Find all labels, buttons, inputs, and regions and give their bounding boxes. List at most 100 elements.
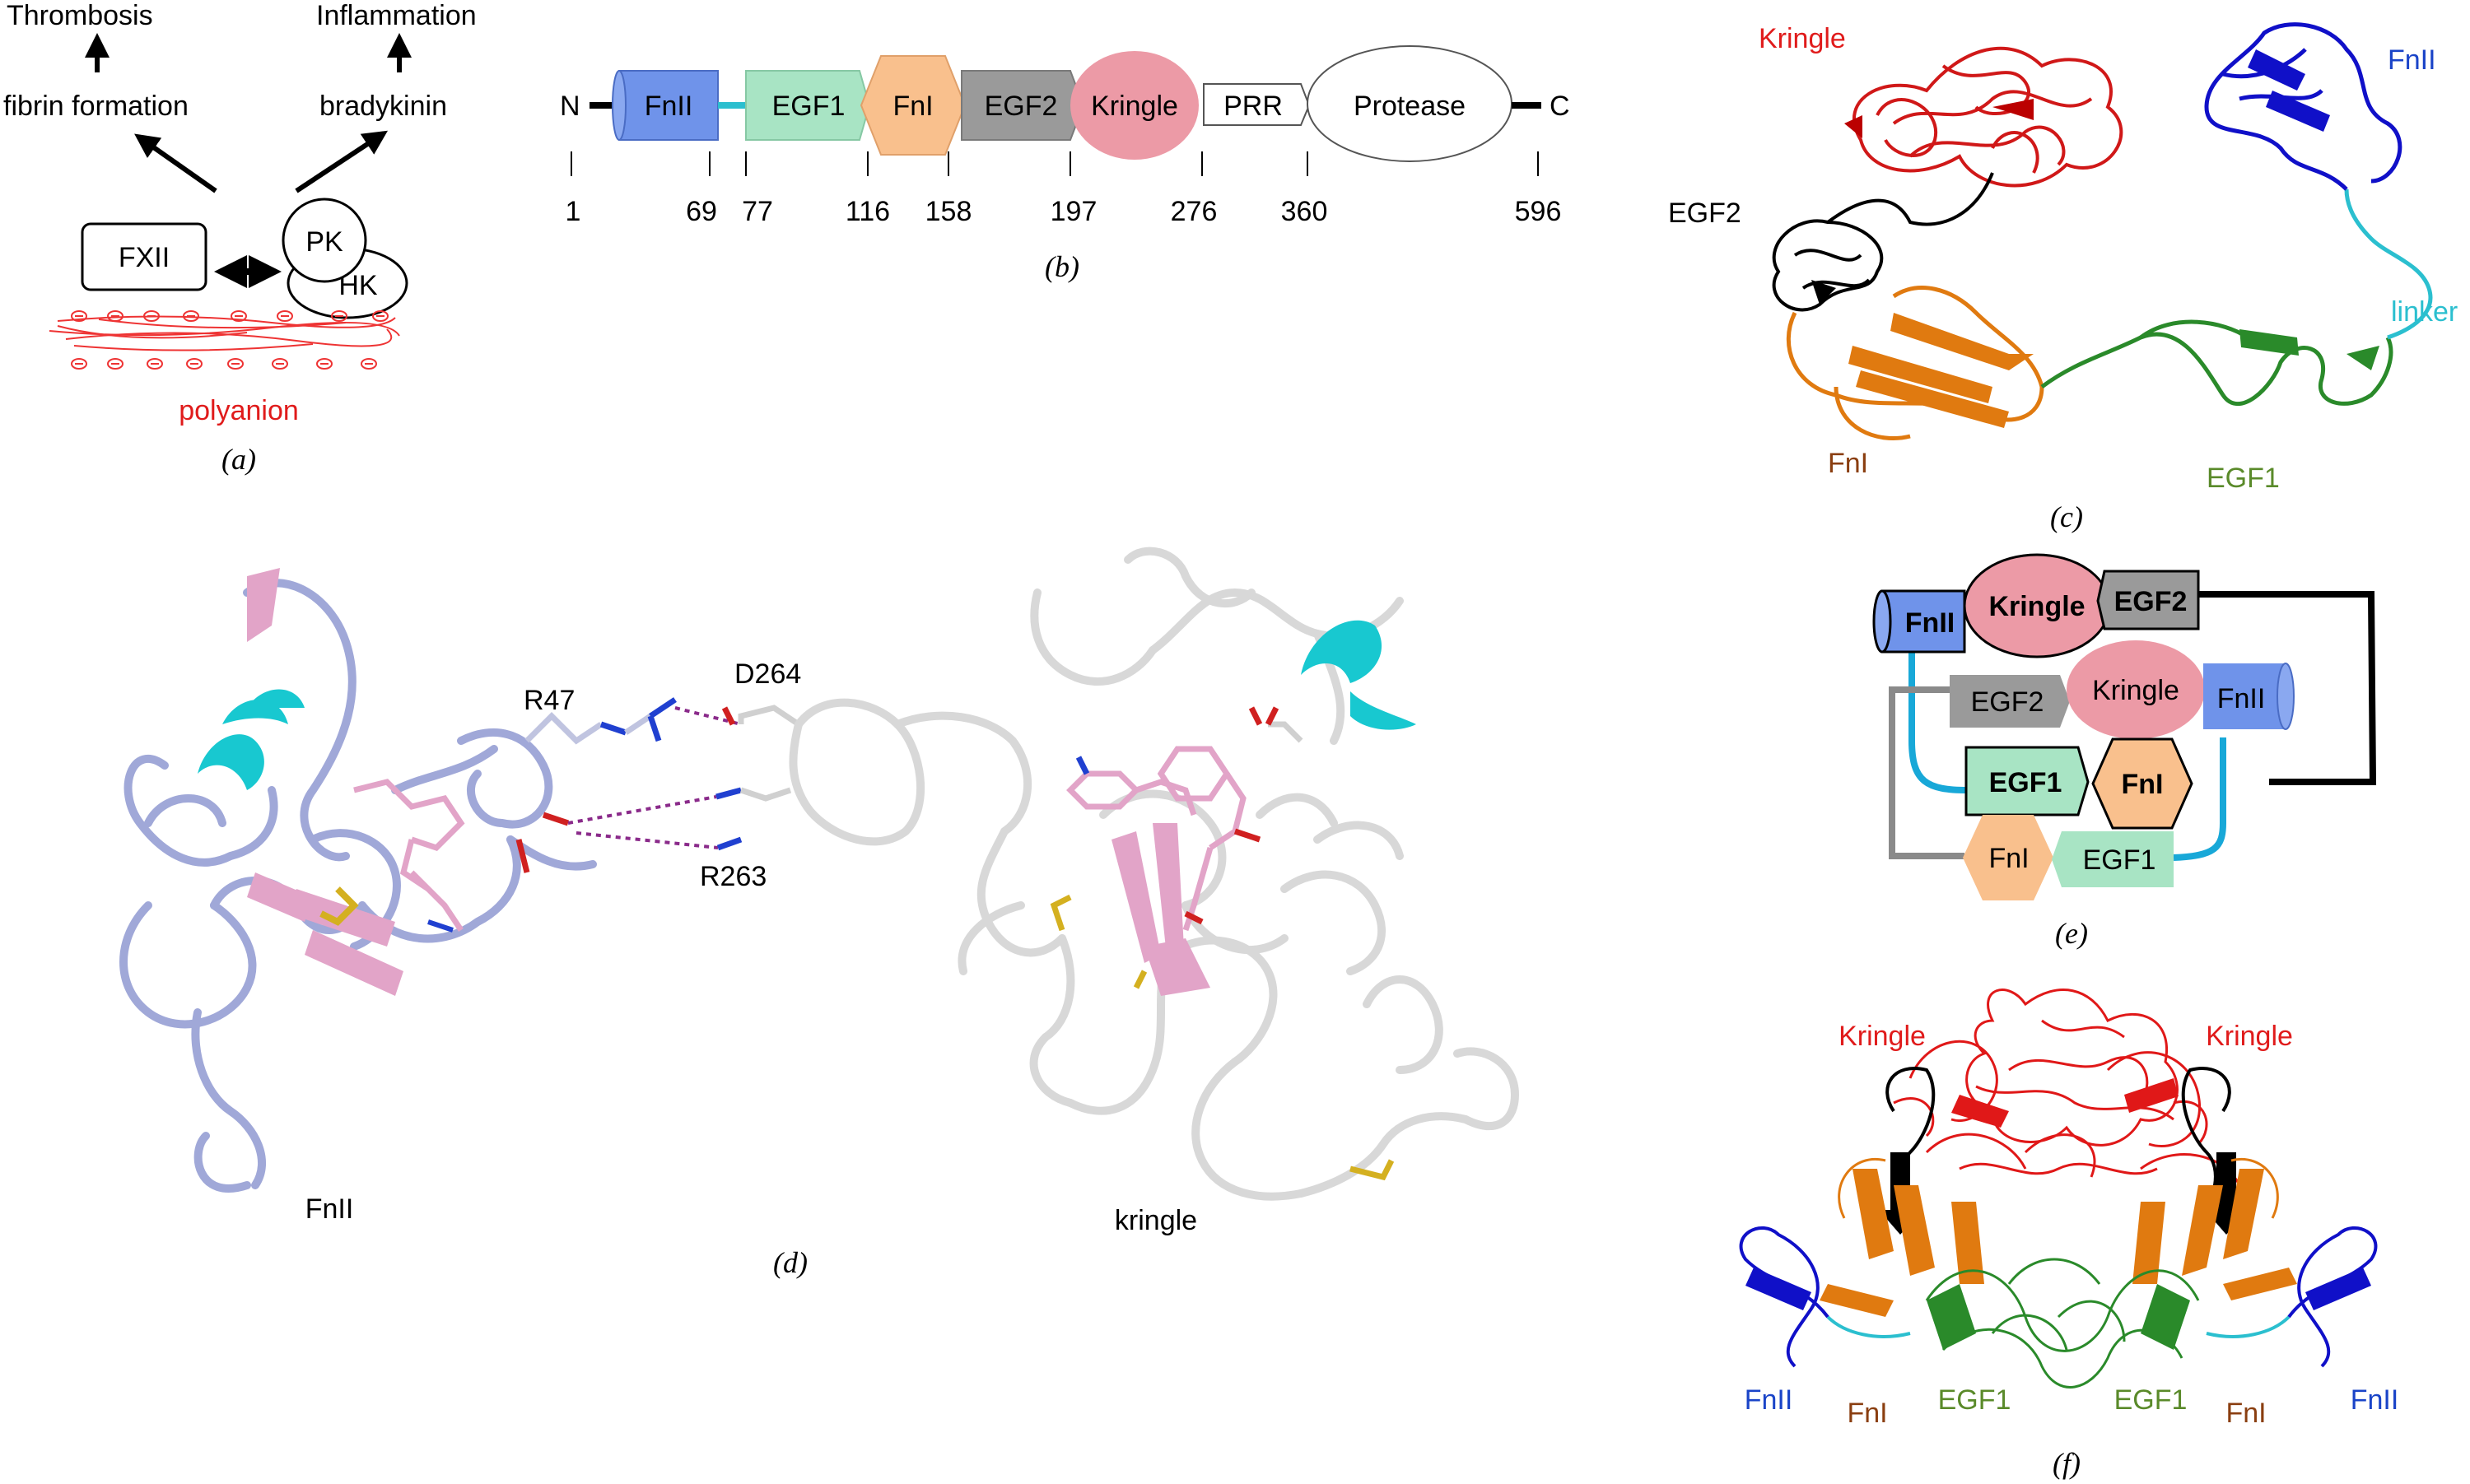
fnii-sidechains: [353, 779, 465, 932]
polyanion-label: polyanion: [179, 395, 299, 426]
kringle-domain-structure: [789, 547, 1520, 1201]
pk-circle: [282, 198, 367, 283]
e-mid-egf2: EGF2: [1950, 675, 2070, 728]
svg-text:EGF1: EGF1: [2083, 844, 2156, 876]
fni-ribbon: [1786, 286, 2044, 440]
domain-kringle: Kringle: [1070, 51, 1199, 160]
f-fnii-strand-right: [2305, 1268, 2371, 1310]
panel-c-caption: (c): [2050, 500, 2083, 533]
f-kringle-strand-left: [1951, 1095, 2009, 1128]
f-egf1-right-label: EGF1: [2114, 1384, 2188, 1416]
svg-text:FnI: FnI: [2122, 769, 2164, 800]
f-fni-right-label: FnI: [2225, 1398, 2266, 1429]
panel-b: N FnII EGF1 FnI EGF2 Kringle PRR: [560, 45, 1570, 283]
egf2-fni-connector-gray: [1889, 686, 1964, 859]
position-77: 77: [742, 196, 773, 227]
r47-sidechain: [515, 697, 677, 873]
linker-label: linker: [2391, 296, 2458, 328]
fnii-domain-structure: [119, 579, 597, 1193]
position-158: 158: [925, 196, 972, 227]
fnii-egf1-connector-bottom: [2173, 737, 2226, 861]
f-kringle-ribbons: [1893, 989, 2241, 1186]
panel-e: FnII Kringle EGF2 EGF2 Kringle FnII EGF1: [1872, 553, 2377, 950]
svg-text:FnII: FnII: [2217, 683, 2266, 714]
f-fni-left-label: FnI: [1847, 1398, 1887, 1429]
domain-prr: PRR: [1203, 83, 1311, 126]
kringle-strand: [1844, 115, 1862, 138]
fnii-strand-2: [2266, 91, 2330, 132]
polyanion-surface: [49, 310, 400, 370]
f-fnii-right-label: FnII: [2351, 1384, 2399, 1416]
svg-text:Protease: Protease: [1354, 91, 1466, 122]
pk-label: PK: [305, 226, 343, 258]
fnii-disulfide: [319, 886, 359, 926]
fnii-egf1-connector-top: [1908, 645, 1969, 793]
kringle-structure-label: kringle: [1115, 1205, 1197, 1236]
domain-fnii: FnII: [612, 70, 719, 141]
inflammation-label: Inflammation: [316, 0, 477, 31]
f-fni-loops: [1838, 1158, 2279, 1219]
egf2-label: EGF2: [1668, 198, 1741, 229]
domain-egf2: EGF2: [961, 70, 1085, 141]
panel-a: Thrombosis fibrin formation Inflammation…: [3, 0, 477, 476]
f-kringle-left-label: Kringle: [1839, 1021, 1926, 1052]
f-fnii-strand-left: [1745, 1268, 1811, 1310]
egf1-label: EGF1: [2207, 463, 2280, 494]
panel-c: Kringle FnII EGF2 linker FnI EGF1 (c): [1668, 22, 2458, 533]
f-egf1-strand-left: [1927, 1284, 1976, 1350]
position-69: 69: [686, 196, 717, 227]
fibrin-label: fibrin formation: [3, 91, 189, 122]
position-596: 596: [1515, 196, 1562, 227]
fxii-label: FXII: [119, 242, 170, 273]
e-mid-kringle: Kringle: [2067, 640, 2205, 739]
kringle-helix: [1301, 620, 1416, 730]
domain-egf1: EGF1: [745, 70, 871, 141]
domain-protease: Protease: [1307, 45, 1512, 162]
svg-text:FnII: FnII: [1905, 607, 1955, 639]
panel-d: R47 D264 R263 FnII kringle (d): [119, 547, 1520, 1279]
panel-f: Kringle Kringle FnII FnI EGF1 EGF1 FnI F…: [1739, 989, 2399, 1480]
panel-e-caption: (e): [2055, 917, 2088, 950]
position-116: 116: [846, 196, 890, 227]
kringle-ribbon: [1852, 46, 2123, 188]
r47-label: R47: [524, 685, 575, 716]
e-mid-fnii: FnII: [2203, 663, 2295, 730]
f-fnii-left-label: FnII: [1745, 1384, 1793, 1416]
egf1-strand-2: [2346, 346, 2379, 370]
position-276: 276: [1171, 196, 1218, 227]
svg-text:EGF1: EGF1: [772, 91, 846, 122]
position-ticks: [571, 151, 1539, 176]
svg-text:EGF2: EGF2: [985, 91, 1058, 122]
hydrogen-bonds: [567, 706, 742, 849]
f-linker-right: [2206, 1315, 2291, 1338]
f-linker-left: [1826, 1315, 1911, 1338]
svg-text:EGF2: EGF2: [2114, 586, 2188, 617]
position-197: 197: [1051, 196, 1098, 227]
r263-label: R263: [700, 861, 767, 892]
egf1-strand: [2239, 329, 2299, 356]
f-kringle-right-label: Kringle: [2206, 1021, 2293, 1052]
e-fni: FnI: [1963, 815, 2053, 900]
panel-b-caption: (b): [1045, 250, 1079, 283]
panel-d-caption: (d): [773, 1246, 808, 1279]
e-top-egf2: EGF2: [2096, 570, 2200, 630]
arrow-to-fibrin: [134, 133, 217, 193]
kringle-label: Kringle: [1759, 23, 1846, 54]
svg-text:Kringle: Kringle: [2092, 675, 2179, 706]
egf2-ribbon: [1772, 219, 1884, 312]
svg-text:FnI: FnI: [892, 91, 933, 122]
f-egf1-strand-right: [2141, 1284, 2190, 1350]
bradykinin-label: bradykinin: [319, 91, 447, 122]
d264-r263-sidechains: [715, 705, 800, 851]
thrombosis-label: Thrombosis: [7, 0, 153, 31]
svg-text:Kringle: Kringle: [1091, 91, 1178, 122]
d264-label: D264: [734, 658, 801, 690]
egf1-ribbon: [2040, 319, 2393, 407]
svg-text:EGF1: EGF1: [1989, 767, 2062, 798]
e-top-fnii: FnII: [1872, 589, 1966, 654]
svg-text:FnI: FnI: [1988, 843, 2029, 874]
position-labels: 1 69 77 116 158 197 276 360 596: [566, 196, 1562, 227]
e-egf1: EGF1: [2052, 831, 2174, 887]
linker-ribbon: [2344, 188, 2433, 340]
kringle-strands: [1112, 823, 1210, 996]
